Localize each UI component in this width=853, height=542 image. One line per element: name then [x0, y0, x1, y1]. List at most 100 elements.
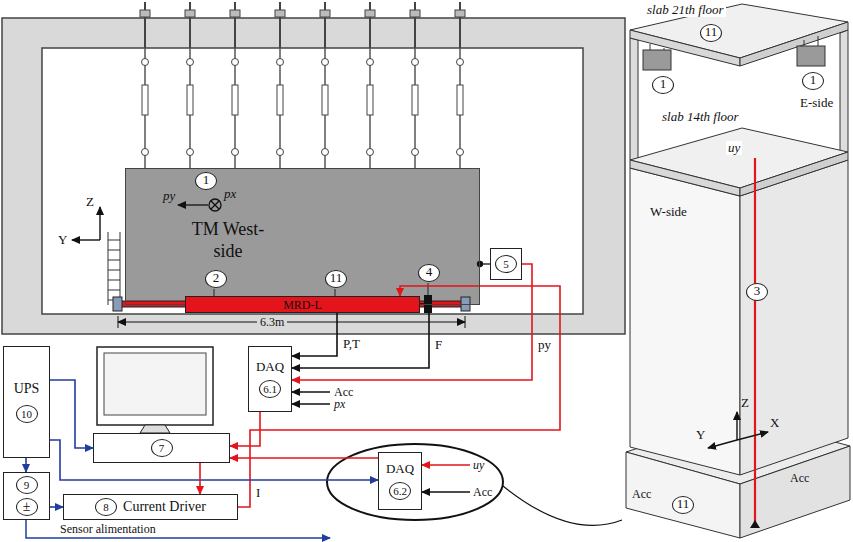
text-label: 6.3m: [257, 315, 287, 329]
callout-number: 7: [151, 439, 173, 457]
ladder: [108, 250, 120, 251]
callout-number: 6.1: [259, 380, 281, 398]
ladder: [120, 232, 121, 305]
callout-number: 8: [95, 498, 117, 516]
portal-frame: [42, 48, 583, 314]
text-label: E-side: [798, 96, 835, 110]
monitor: [104, 353, 206, 415]
text-label: Acc: [790, 472, 809, 484]
load-symbol: [178, 199, 221, 211]
dimension-line: [118, 316, 465, 328]
node-box: DAQ 6.1: [248, 346, 292, 412]
building: [797, 46, 825, 66]
connector: [230, 412, 260, 446]
node-box: 8 Current Driver: [63, 494, 238, 520]
connector: [238, 286, 560, 507]
callout-number: 11: [672, 496, 694, 514]
edge-label: F: [433, 338, 444, 352]
axis-arrows: [737, 432, 768, 440]
node-box: TM West-side: [125, 168, 480, 305]
building: [804, 40, 805, 46]
text-label: Y: [58, 233, 67, 247]
text-label: py: [163, 189, 175, 203]
ladder: [108, 232, 109, 305]
node-label: DAQ: [386, 462, 414, 477]
load-symbol: [211, 201, 219, 209]
building: [740, 22, 848, 66]
hanger-rods: [230, 2, 240, 168]
ladder: [108, 232, 120, 305]
text-label: slab 21th floor: [645, 3, 726, 17]
text-label: uy: [473, 459, 484, 471]
callout-number: 2: [205, 270, 227, 288]
node-label: Current Driver: [123, 499, 206, 515]
load-symbol: [178, 204, 208, 205]
link-curve: [503, 486, 622, 525]
hanger-rods: [455, 2, 465, 168]
connector: [199, 463, 201, 494]
node-label: UPS: [14, 381, 40, 397]
edge-label: I: [254, 486, 262, 500]
edge-label: py: [536, 338, 553, 352]
sensor-link: [478, 262, 483, 267]
node-box: 5: [490, 248, 522, 280]
node-box: MRD-L: [185, 296, 420, 313]
text-label: uy: [726, 141, 742, 155]
ladder: [108, 290, 120, 291]
text-label: px: [224, 187, 236, 201]
hanger-rods: [320, 2, 330, 168]
connector: [292, 313, 337, 356]
building: [630, 128, 848, 188]
daq-ellipse: [327, 444, 503, 520]
signal-arrow: [292, 391, 330, 392]
building: [818, 36, 819, 46]
connector: [25, 458, 27, 472]
leader-line: [214, 289, 215, 296]
hanger-rods: [185, 2, 195, 168]
text-label: W-side: [650, 205, 687, 219]
dimension-line: [465, 316, 466, 328]
axis-arrows: [708, 412, 768, 448]
signal-arrow: [292, 403, 330, 404]
monitor: [97, 347, 213, 433]
callout-number: 6.2: [389, 482, 411, 500]
damper-rod: [113, 297, 122, 311]
axis-arrows: [99, 207, 100, 240]
node-label: TM West-side: [186, 219, 270, 262]
damper-rod: [113, 295, 470, 313]
displacement-wire: [750, 520, 760, 528]
text-label: Acc: [473, 486, 492, 498]
hanger-rods: [140, 2, 150, 168]
signal-arrow: [422, 464, 470, 465]
building: [643, 50, 671, 70]
callout-number: 9: [16, 476, 38, 494]
text-label: slab 14th floor: [660, 110, 741, 124]
displacement-wire: [750, 158, 760, 528]
power-line: [26, 520, 330, 538]
callout-number: 4: [418, 264, 440, 282]
building: [630, 160, 740, 196]
hanger-rods: [140, 2, 465, 168]
dimension-line: [118, 316, 119, 328]
axis-arrows: [708, 440, 737, 448]
text-label: Z: [741, 396, 749, 410]
node-box: DAQ 6.2: [378, 452, 422, 510]
callout-number: 1: [802, 72, 824, 90]
ladder: [108, 270, 120, 271]
text-label: X: [770, 416, 779, 430]
callout-number: ±: [16, 498, 38, 516]
monitor: [140, 425, 170, 433]
axis-arrows: [736, 412, 737, 440]
edge-label: P,T: [341, 337, 362, 351]
dimension-line: [118, 322, 465, 323]
building: [740, 160, 848, 475]
connector: [50, 506, 63, 508]
node-label: DAQ: [256, 360, 284, 375]
ladder: [108, 280, 120, 281]
node-box: UPS10: [3, 346, 50, 458]
node-label: MRD-L: [283, 298, 322, 312]
signal-arrow: [422, 491, 470, 492]
node-box: 9±: [3, 472, 50, 520]
building: [626, 4, 850, 538]
